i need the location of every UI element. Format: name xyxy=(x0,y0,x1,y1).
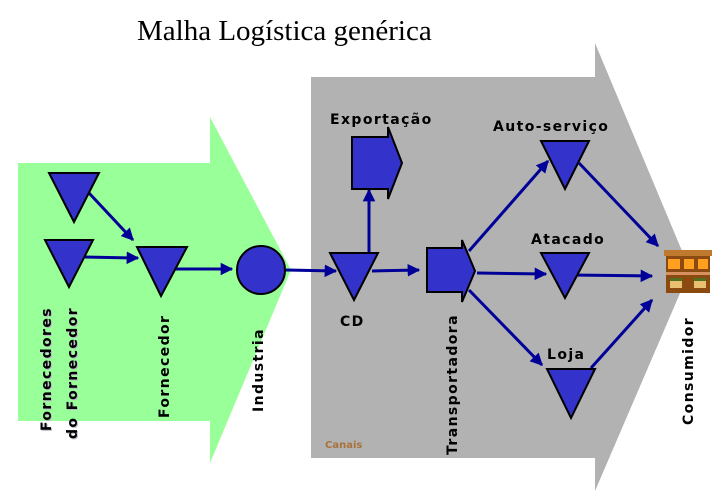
edge-ff-upper-to-fornecedor xyxy=(87,191,135,242)
node-atacado[interactable] xyxy=(539,252,591,301)
label-atacado: Atacado xyxy=(531,232,605,248)
edge-transportadora-to-atacado xyxy=(476,267,548,281)
node-transportadora[interactable] xyxy=(426,239,477,303)
label-fornecedor: Fornecedor xyxy=(157,315,173,418)
label-industria: Industria xyxy=(251,328,267,412)
label-consumidor: Consumidor xyxy=(681,317,697,425)
label-exportacao: Exportação xyxy=(330,112,433,128)
edge-transportadora-to-loja xyxy=(467,288,544,367)
label-cd: CD xyxy=(340,314,365,330)
label-fornecedores-shadow: Fornecedores xyxy=(40,308,56,432)
edge-loja-to-consumidor xyxy=(589,298,654,370)
edge-ff-lower-to-fornecedor xyxy=(83,251,140,265)
node-fornecedor[interactable] xyxy=(135,246,189,299)
edge-atacado-to-consumidor xyxy=(569,269,654,283)
label-do-fornecedor-shadow: do Fornecedor xyxy=(66,308,82,440)
node-exportacao[interactable] xyxy=(351,126,404,200)
consumidor-house-icon[interactable] xyxy=(664,250,712,293)
diagram-title: Malha Logística genérica xyxy=(137,15,432,47)
edges xyxy=(83,160,660,370)
node-fornecedores-do-fornecedor-upper[interactable] xyxy=(47,172,101,225)
label-canais: Canais xyxy=(325,440,362,451)
label-transportadora: Transportadora xyxy=(445,314,461,455)
nodes xyxy=(43,126,712,421)
edge-transportadora-to-auto-servico xyxy=(467,160,550,252)
node-auto-servico[interactable] xyxy=(539,140,591,192)
label-do-fornecedor: do Fornecedor xyxy=(65,307,81,439)
label-fornecedores: Fornecedores xyxy=(39,307,55,431)
labels: Fornecedores Fornecedores do Fornecedor … xyxy=(39,112,697,455)
supply-region xyxy=(18,117,291,463)
node-cd[interactable] xyxy=(328,252,380,303)
edge-cd-to-transportadora xyxy=(371,263,421,277)
node-industria[interactable] xyxy=(236,245,286,295)
edge-auto-servico-to-consumidor xyxy=(577,161,660,248)
label-auto-servico: Auto-serviço xyxy=(493,119,609,135)
label-loja: Loja xyxy=(547,347,585,363)
channels-region xyxy=(311,43,690,491)
node-loja[interactable] xyxy=(545,368,597,421)
edge-industria-to-cd xyxy=(285,264,338,278)
node-fornecedores-do-fornecedor-lower[interactable] xyxy=(43,239,95,290)
